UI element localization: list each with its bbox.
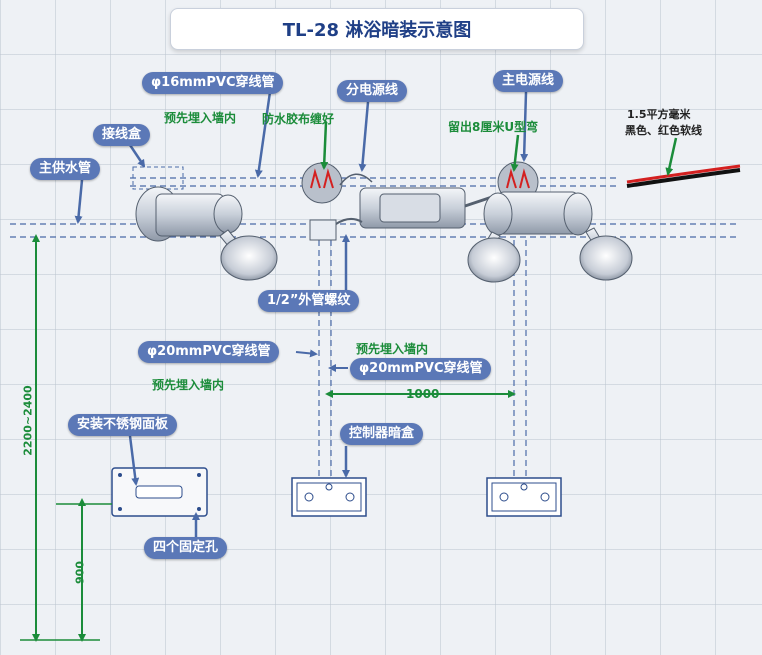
dim-1000: 1000 [406, 387, 440, 401]
control-box-right [486, 477, 562, 517]
label-junction-box: 接线盒 [93, 124, 151, 146]
dimension-lines [20, 234, 516, 642]
middle-control-unit [301, 162, 466, 241]
label-thread: 1/2”外管螺纹 [258, 290, 360, 312]
right-shower-head [464, 161, 633, 283]
steel-panel [111, 467, 208, 517]
note-u-bend: 留出8厘米U型弯 [448, 120, 539, 134]
note-embed-top: 预先埋入墙内 [164, 111, 237, 125]
label-control-box: 控制器暗盒 [340, 423, 424, 445]
note-waterproof: 防水胶布缠好 [262, 112, 335, 126]
green-arrows [320, 121, 678, 176]
note-wire-spec-2: 黑色、红色软线 [625, 124, 702, 137]
note-embed-left: 预先埋入墙内 [152, 378, 225, 392]
label-pvc20-left: φ20mmPVC穿线管 [138, 341, 280, 363]
dim-height: 2200~2400 [21, 385, 35, 456]
callout-arrows [74, 91, 529, 538]
power-wires [626, 164, 741, 188]
note-embed-mid: 预先埋入墙内 [356, 342, 429, 356]
title-text: TL-28 淋浴暗装示意图 [282, 20, 472, 41]
junction-box-outline [132, 166, 184, 190]
left-shower-head [135, 186, 278, 281]
label-pvc20-right: φ20mmPVC穿线管 [350, 358, 492, 380]
label-sub-power: 分电源线 [337, 80, 408, 102]
label-main-water: 主供水管 [30, 158, 101, 180]
label-main-power: 主电源线 [493, 70, 564, 92]
diagram-title: TL-28 淋浴暗装示意图 [170, 8, 584, 50]
label-steel-panel: 安装不锈钢面板 [68, 414, 178, 436]
label-pvc16: φ16mmPVC穿线管 [142, 72, 284, 94]
dim-900: 900 [73, 561, 87, 584]
note-wire-spec-1: 1.5平方毫米 [627, 108, 691, 121]
control-box-left [291, 477, 367, 517]
label-fix-holes: 四个固定孔 [144, 537, 228, 559]
